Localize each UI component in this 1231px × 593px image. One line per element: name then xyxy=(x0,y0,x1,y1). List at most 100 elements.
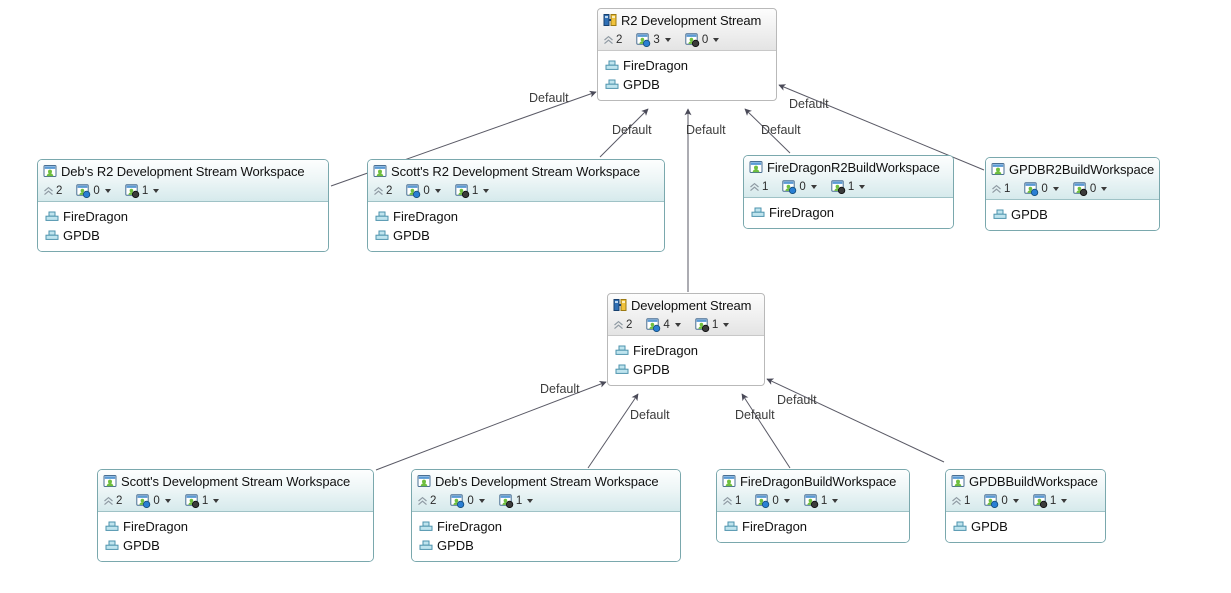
outgoing-flow-group[interactable]: 1 xyxy=(125,183,160,198)
node-title-row[interactable]: FireDragonR2BuildWorkspace xyxy=(744,156,953,177)
chevron-down-icon[interactable] xyxy=(713,38,720,42)
chevron-down-icon[interactable] xyxy=(483,189,490,193)
edge-line[interactable] xyxy=(766,378,945,463)
incoming-flow-group[interactable]: 0 xyxy=(984,493,1019,508)
node-title-row[interactable]: R2 Development Stream xyxy=(598,9,776,30)
component-row[interactable]: FireDragon xyxy=(105,517,368,536)
incoming-flow-group[interactable]: 3 xyxy=(636,32,671,47)
outgoing-flow-group[interactable]: 1 xyxy=(1033,493,1068,508)
component-row[interactable]: FireDragon xyxy=(375,207,659,226)
chevron-down-icon[interactable] xyxy=(527,499,534,503)
outgoing-flow-icon xyxy=(499,493,514,508)
outgoing-count: 1 xyxy=(515,494,523,507)
component-row[interactable]: FireDragon xyxy=(45,207,323,226)
node-title-row[interactable]: GPDBR2BuildWorkspace xyxy=(986,158,1159,179)
incoming-flow-group[interactable]: 0 xyxy=(755,493,790,508)
chevron-down-icon[interactable] xyxy=(478,499,485,503)
node-title-row[interactable]: GPDBBuildWorkspace xyxy=(946,470,1105,491)
chevron-down-icon[interactable] xyxy=(674,323,681,327)
outgoing-flow-group[interactable]: 0 xyxy=(1073,181,1108,196)
chevron-down-icon[interactable] xyxy=(783,499,790,503)
component-row[interactable]: FireDragon xyxy=(724,517,904,536)
chevron-down-icon[interactable] xyxy=(104,189,111,193)
node-title-row[interactable]: Deb's R2 Development Stream Workspace xyxy=(38,160,328,181)
chevron-down-icon[interactable] xyxy=(1061,499,1068,503)
chevron-down-icon[interactable] xyxy=(664,38,671,42)
outgoing-flow-group[interactable]: 1 xyxy=(695,317,730,332)
chevron-down-icon[interactable] xyxy=(859,185,866,189)
chevron-down-icon[interactable] xyxy=(1012,499,1019,503)
component-row[interactable]: GPDB xyxy=(615,360,759,379)
component-row[interactable]: FireDragon xyxy=(615,341,759,360)
incoming-flow-group[interactable]: 0 xyxy=(782,179,817,194)
outgoing-flow-group[interactable]: 0 xyxy=(685,32,720,47)
chevron-down-icon[interactable] xyxy=(723,323,730,327)
incoming-flow-group[interactable]: 4 xyxy=(646,317,681,332)
outgoing-flow-group[interactable]: 1 xyxy=(455,183,490,198)
chevron-down-icon[interactable] xyxy=(153,189,160,193)
component-count: 2 xyxy=(430,494,437,507)
baseline-count-icon xyxy=(613,319,624,331)
outgoing-flow-icon xyxy=(455,183,470,198)
workspace-icon xyxy=(722,474,736,488)
component-row[interactable]: FireDragon xyxy=(751,203,948,222)
component-row[interactable]: GPDB xyxy=(605,75,771,94)
chevron-down-icon[interactable] xyxy=(434,189,441,193)
component-row[interactable]: GPDB xyxy=(105,536,368,555)
node-title-row[interactable]: Development Stream xyxy=(608,294,764,315)
node-title-row[interactable]: Deb's Development Stream Workspace xyxy=(412,470,680,491)
component-row[interactable]: GPDB xyxy=(419,536,675,555)
component-count-group: 2 xyxy=(417,495,436,507)
component-count-group: 1 xyxy=(951,495,970,507)
incoming-flow-icon xyxy=(136,493,151,508)
component-row[interactable]: FireDragon xyxy=(605,56,771,75)
incoming-flow-group[interactable]: 0 xyxy=(406,183,441,198)
component-row[interactable]: GPDB xyxy=(953,517,1100,536)
chevron-down-icon[interactable] xyxy=(832,499,839,503)
node-title: Deb's Development Stream Workspace xyxy=(435,473,659,489)
node-title-row[interactable]: FireDragonBuildWorkspace xyxy=(717,470,909,491)
chevron-down-icon[interactable] xyxy=(810,185,817,189)
incoming-flow-icon xyxy=(450,493,465,508)
component-row[interactable]: GPDB xyxy=(375,226,659,245)
edge-label: Default xyxy=(789,97,829,111)
component-count-group: 2 xyxy=(103,495,122,507)
node-title-row[interactable]: Scott's R2 Development Stream Workspace xyxy=(368,160,664,181)
node-component-list: FireDragon xyxy=(744,198,953,228)
incoming-flow-group[interactable]: 0 xyxy=(76,183,111,198)
node-title: GPDBR2BuildWorkspace xyxy=(1009,161,1155,177)
node-title-row[interactable]: Scott's Development Stream Workspace xyxy=(98,470,373,491)
incoming-flow-group[interactable]: 0 xyxy=(1024,181,1059,196)
chevron-down-icon[interactable] xyxy=(164,499,171,503)
chevron-down-icon[interactable] xyxy=(213,499,220,503)
edge-line[interactable] xyxy=(587,393,639,469)
component-row[interactable]: GPDB xyxy=(993,205,1154,224)
outgoing-flow-group[interactable]: 1 xyxy=(185,493,220,508)
outgoing-flow-group[interactable]: 1 xyxy=(831,179,866,194)
incoming-flow-group[interactable]: 0 xyxy=(450,493,485,508)
chevron-down-icon[interactable] xyxy=(1101,187,1108,191)
component-icon xyxy=(105,521,119,533)
component-row[interactable]: FireDragon xyxy=(419,517,675,536)
incoming-flow-group[interactable]: 0 xyxy=(136,493,171,508)
component-row[interactable]: GPDB xyxy=(45,226,323,245)
outgoing-flow-group[interactable]: 1 xyxy=(499,493,534,508)
outgoing-flow-group[interactable]: 1 xyxy=(804,493,839,508)
chevron-down-icon[interactable] xyxy=(1052,187,1059,191)
